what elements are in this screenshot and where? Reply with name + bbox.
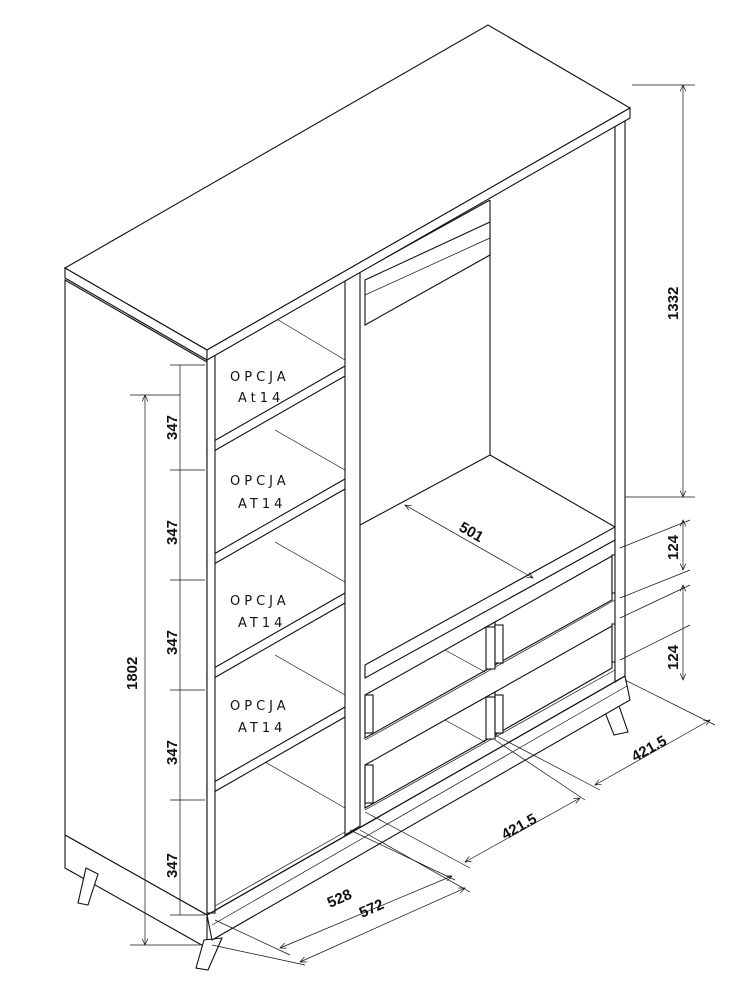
dim-inner-width: 501 [456,519,486,546]
right-compartment [359,199,621,811]
dim-total-depth: 572 [357,896,387,922]
dim-drawer-height-2: 124 [665,644,682,670]
left-shelves [206,317,346,809]
dim-drawer-width-2: 421.5 [499,810,540,843]
dim-hanging-height: 1332 [665,287,682,320]
label-code: AT14 [238,497,286,512]
plinth [206,675,631,941]
dim-shelf-5: 347 [164,853,181,878]
label-opcja: OPCJA [230,594,290,609]
label-code: AT14 [238,721,286,736]
dim-drawer-height-1: 124 [665,534,682,560]
dim-shelf-3: 347 [164,630,181,655]
label-code: At14 [238,391,284,406]
dim-inner-depth: 528 [325,886,355,912]
top-slab [63,24,632,361]
label-opcja: OPCJA [230,370,290,385]
dimension-lines [130,85,716,966]
dim-shelf-2: 347 [164,520,181,545]
dim-shelf-1: 347 [164,415,181,440]
dim-total-height: 1802 [124,657,141,690]
option-labels: OPCJA At14 OPCJA AT14 OPCJA AT14 OPCJA A… [230,370,290,736]
label-code: AT14 [238,616,286,631]
dim-drawer-width-1: 421.5 [629,732,670,765]
dim-shelf-4: 347 [164,740,181,765]
label-opcja: OPCJA [230,474,290,489]
left-side-panel [64,279,208,949]
label-opcja: OPCJA [230,699,290,714]
